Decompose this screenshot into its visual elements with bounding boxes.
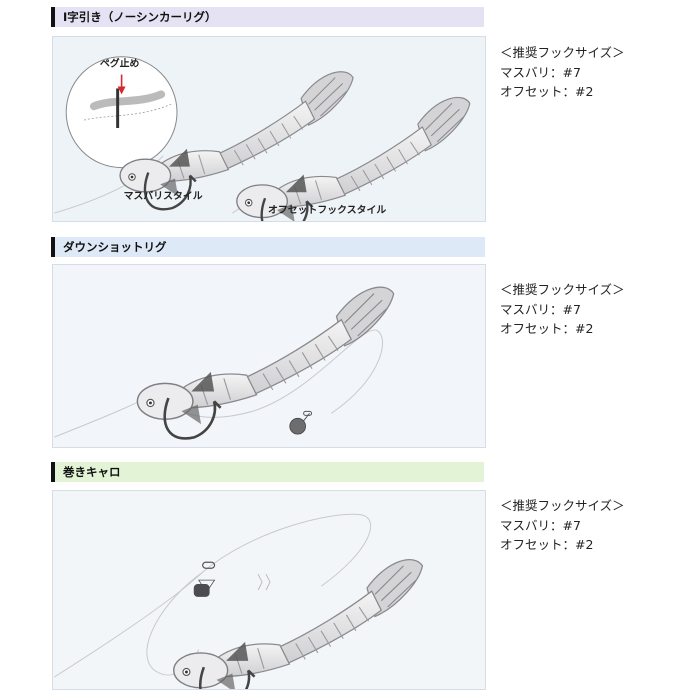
- worm-maki-carolina: [172, 558, 424, 689]
- spec-offset: オフセット：#2: [500, 321, 594, 336]
- section-header-maki-carolina: 巻きキャロ: [51, 462, 484, 482]
- spec-block-down-shot: ＜推奨フックサイズ＞ マスバリ：#7 オフセット：#2: [500, 280, 625, 339]
- spec-masubari: マスバリ：#7: [500, 64, 581, 80]
- maki-carolina-rig-illustration: [53, 513, 424, 689]
- peg-stop-label: ペグ止め: [100, 57, 140, 70]
- section-title: 巻きキャロ: [63, 465, 121, 479]
- section-title: ダウンショットリグ: [63, 240, 167, 254]
- peg-stop-zoom-circle: [65, 56, 178, 169]
- illustration-panel-down-shot: [52, 264, 486, 448]
- line-break-mark: [257, 573, 271, 591]
- spec-masubari: マスバリ：#7: [500, 517, 581, 533]
- spec-heading: ＜推奨フックサイズ＞: [500, 45, 625, 60]
- spec-offset: オフセット：#2: [500, 537, 594, 552]
- illustration-panel-maki-carolina: [52, 490, 486, 690]
- down-shot-rig-illustration: [54, 285, 395, 440]
- sinker-icon: [289, 417, 306, 435]
- worm-offset: [235, 96, 472, 221]
- swivel-icon: [202, 561, 216, 569]
- swivel-icon: [303, 410, 313, 416]
- section-header-i-ji: I字引き（ノーシンカーリグ）: [51, 7, 484, 27]
- masubari-style-label: マスバリスタイル: [124, 190, 203, 202]
- section-header-down-shot: ダウンショットリグ: [51, 237, 485, 257]
- sinker-icon: [193, 584, 210, 597]
- section-title: I字引き（ノーシンカーリグ）: [63, 10, 217, 24]
- offset-hook-style-label: オフセットフックスタイル: [268, 204, 386, 216]
- spec-heading: ＜推奨フックサイズ＞: [500, 282, 625, 297]
- spec-block-maki-carolina: ＜推奨フックサイズ＞ マスバリ：#7 オフセット：#2: [500, 496, 625, 555]
- spec-offset: オフセット：#2: [500, 84, 594, 99]
- spec-masubari: マスバリ：#7: [500, 301, 581, 317]
- worm-down-shot: [136, 285, 395, 440]
- illustration-panel-i-ji: ペグ止め マスバリスタイル オフセットフックスタイル: [52, 36, 486, 222]
- spec-heading: ＜推奨フックサイズ＞: [500, 498, 625, 513]
- i-ji-rig-illustration: ペグ止め マスバリスタイル オフセットフックスタイル: [54, 56, 472, 221]
- spec-block-i-ji: ＜推奨フックサイズ＞ マスバリ：#7 オフセット：#2: [500, 43, 625, 102]
